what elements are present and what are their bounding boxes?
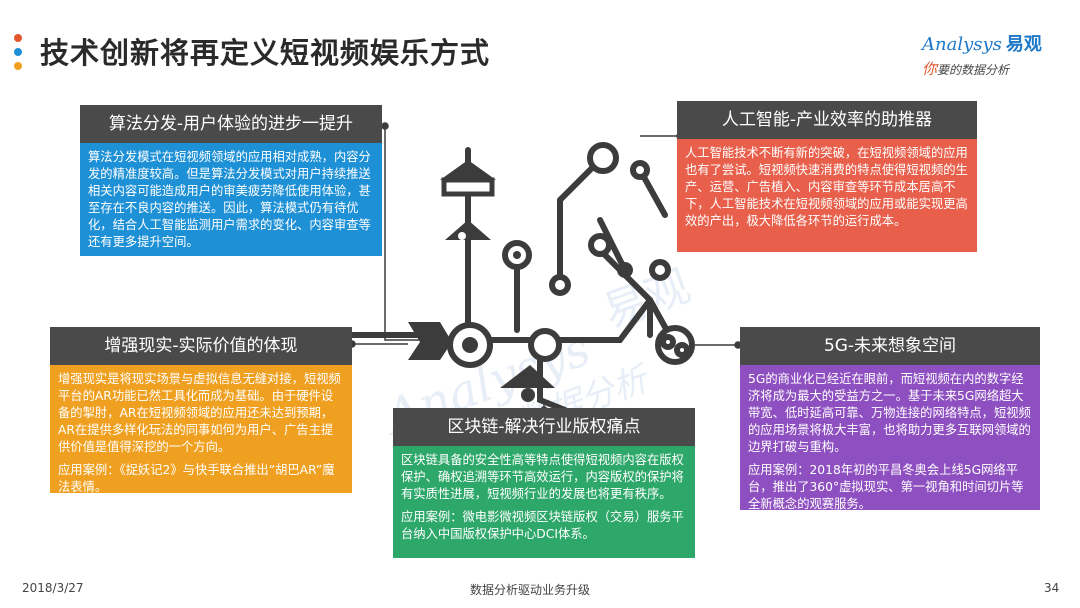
- logo-brand-en: Analysys: [922, 34, 1002, 55]
- card-ai-title: 人工智能-产业效率的助推器: [677, 101, 977, 139]
- card-5g-text: 5G的商业化已经近在眼前，而短视频在内的数字经济将成为最大的受益方之一。基于未来…: [748, 372, 1031, 454]
- card-5g-body: 5G的商业化已经近在眼前，而短视频在内的数字经济将成为最大的受益方之一。基于未来…: [740, 365, 1040, 511]
- page-number: 34: [1044, 581, 1060, 595]
- bullet-dot: [14, 48, 22, 56]
- card-ar-body: 增强现实是将现实场景与虚拟信息无缝对接，短视频平台的AR功能已然工具化而成为基础…: [50, 365, 352, 494]
- card-algorithm: 算法分发-用户体验的进步一提升 算法分发模式在短视频领域的应用相对成熟，内容分发…: [80, 105, 382, 256]
- card-blockchain-text: 区块链具备的安全性高等特点使得短视频内容在版权保护、确权追溯等环节高效运行，内容…: [401, 453, 684, 501]
- card-ar-case: 应用案例：《捉妖记2》与快手联合推出“胡巴AR”魔法表情。: [58, 463, 335, 494]
- card-algorithm-title: 算法分发-用户体验的进步一提升: [80, 105, 382, 143]
- footer-date: 2018/3/27: [22, 581, 84, 595]
- logo-brand-cn: 易观: [1005, 34, 1042, 55]
- logo-tagline-mark: 你: [922, 60, 938, 78]
- card-blockchain-case: 应用案例：微电影微视频区块链版权（交易）服务平台纳入中国版权保护中心DCI体系。: [401, 510, 684, 541]
- card-algorithm-body: 算法分发模式在短视频领域的应用相对成熟，内容分发的精准度较高。但是算法分发模式对…: [80, 143, 382, 256]
- footer-center: 数据分析驱动业务升级: [470, 583, 591, 597]
- logo-tagline: 你要的数据分析: [922, 58, 1072, 79]
- card-algorithm-text: 算法分发模式在短视频领域的应用相对成熟，内容分发的精准度较高。但是算法分发模式对…: [88, 150, 371, 249]
- card-ai: 人工智能-产业效率的助推器 人工智能技术不断有新的突破，在短视频领域的应用也有了…: [677, 101, 977, 252]
- bullet-dot: [14, 34, 22, 42]
- card-blockchain-title: 区块链-解决行业版权痛点: [393, 408, 695, 446]
- card-ar: 增强现实-实际价值的体现 增强现实是将现实场景与虚拟信息无缝对接，短视频平台的A…: [50, 327, 352, 494]
- title-bullets: [14, 34, 24, 78]
- bullet-dot: [14, 62, 22, 70]
- card-5g-title: 5G-未来想象空间: [740, 327, 1040, 365]
- card-blockchain-body: 区块链具备的安全性高等特点使得短视频内容在版权保护、确权追溯等环节高效运行，内容…: [393, 446, 695, 558]
- card-5g: 5G-未来想象空间 5G的商业化已经近在眼前，而短视频在内的数字经济将成为最大的…: [740, 327, 1040, 511]
- slide-title: 技术创新将再定义短视频娱乐方式: [40, 36, 491, 70]
- card-ar-title: 增强现实-实际价值的体现: [50, 327, 352, 365]
- card-5g-case: 应用案例：2018年初的平昌冬奥会上线5G网络平台，推出了360°虚拟现实、第一…: [748, 463, 1024, 511]
- card-ai-text: 人工智能技术不断有新的突破，在短视频领域的应用也有了尝试。短视频快速消费的特点使…: [685, 146, 968, 228]
- card-ai-body: 人工智能技术不断有新的突破，在短视频领域的应用也有了尝试。短视频快速消费的特点使…: [677, 139, 977, 252]
- logo-tagline-text: 要的数据分析: [937, 63, 1010, 77]
- card-ar-text: 增强现实是将现实场景与虚拟信息无缝对接，短视频平台的AR功能已然工具化而成为基础…: [58, 372, 341, 454]
- card-blockchain: 区块链-解决行业版权痛点 区块链具备的安全性高等特点使得短视频内容在版权保护、确…: [393, 408, 695, 558]
- house-icon-top: [440, 160, 496, 240]
- arrow-icon-bottom: [500, 365, 555, 402]
- connector-lines: [348, 122, 742, 414]
- arrow-icon-left: [408, 322, 452, 360]
